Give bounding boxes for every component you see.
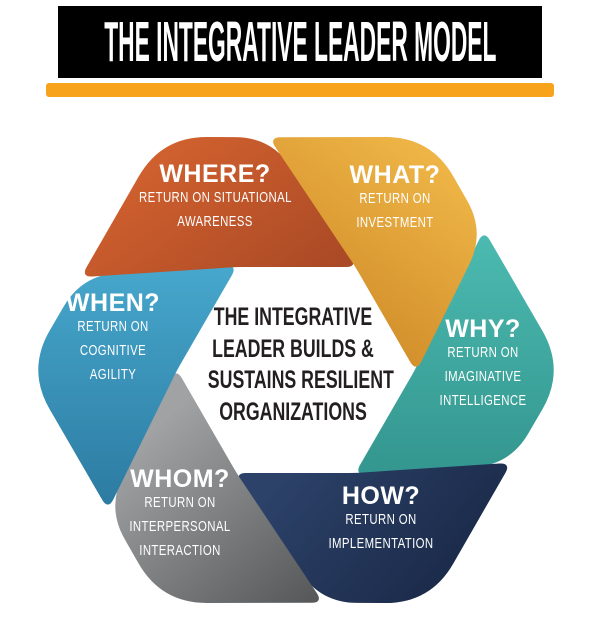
center-text-line: SUSTAINS RESILIENT [207, 366, 394, 394]
center-text-line: THE INTEGRATIVE [213, 303, 373, 331]
center-text-line: ORGANIZATIONS [219, 397, 367, 426]
accent-bar [46, 83, 554, 97]
center-hexagon-text: THE INTEGRATIVE LEADER BUILDS & SUSTAINS… [207, 302, 394, 428]
center-text-line: LEADER BUILDS & [212, 334, 374, 363]
title-banner: THE INTEGRATIVE LEADER MODEL [58, 6, 542, 78]
page-title: THE INTEGRATIVE LEADER MODEL [103, 10, 497, 74]
